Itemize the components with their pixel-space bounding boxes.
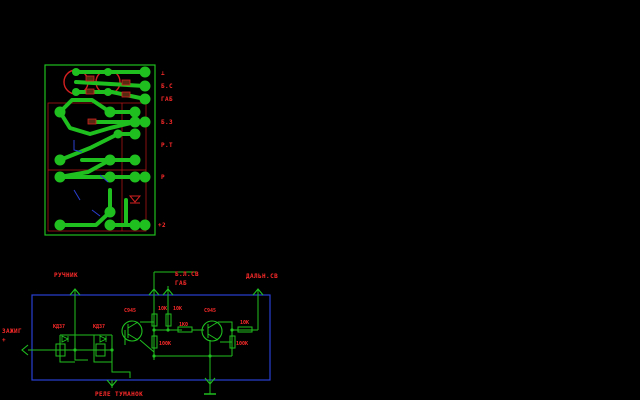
label-resistor-r3: 1К0	[179, 322, 188, 328]
pcb-pad	[104, 171, 116, 183]
pcb-pad	[72, 88, 80, 96]
connector-ruchnik	[69, 288, 81, 296]
connector-gab	[162, 288, 174, 296]
label-transistor-t2: С945	[204, 308, 216, 314]
pcb-pad	[129, 219, 141, 231]
pcb-pad	[54, 106, 66, 118]
label-rele-tumanok: РЕЛЕ ТУМАНОК	[95, 391, 143, 398]
pcb-pad	[129, 154, 141, 166]
pcb-pad	[129, 116, 141, 128]
label-dalny-sv: ДАЛЬН.СВ	[246, 273, 278, 280]
label-resistor-r1: 10К	[158, 306, 167, 312]
pcb-pad	[139, 93, 151, 105]
transistor-t2-leads	[207, 321, 219, 341]
transistor-t2	[201, 320, 223, 342]
pcb-traces	[58, 70, 147, 227]
pcb-silkscreen	[73, 140, 109, 217]
schematic: РУЧНИК ЗАЖИГ + Б.Л.СВ ГАБ ДАЛЬН.СВ РЕЛЕ …	[2, 271, 278, 398]
connector-bl-sv	[148, 288, 160, 296]
pcb-label-plus: +2	[158, 222, 166, 229]
resistor-r6	[229, 335, 236, 349]
pcb-pad	[104, 219, 116, 231]
pcb-pad	[139, 80, 151, 92]
pcb-pad	[104, 68, 112, 76]
schematic-wires	[28, 271, 259, 395]
pcb-pad	[129, 106, 141, 118]
pcb-pad	[104, 106, 116, 118]
pcb-label-bz: Б.З	[161, 119, 173, 126]
pcb-pad	[139, 116, 151, 128]
pcb-smd-parts	[85, 75, 131, 125]
label-gab: ГАБ	[175, 280, 187, 287]
label-transistor-t1: С945	[124, 308, 136, 314]
pcb-label-bs: Б.С	[161, 83, 173, 90]
relay-coil-1	[55, 343, 66, 357]
label-diode-d2: КД37	[93, 324, 105, 330]
connector-rele	[106, 379, 118, 387]
schematic-connectors	[21, 288, 264, 387]
transistor-t1-leads	[127, 321, 139, 341]
pcb-pad	[104, 206, 116, 218]
pcb-pad	[72, 68, 80, 76]
pcb-label-r: Р	[161, 174, 165, 181]
label-resistor-r4: 100К	[159, 341, 171, 347]
diode-d2	[99, 335, 108, 343]
resistor-r5	[237, 326, 253, 333]
label-resistor-r6: 100К	[236, 341, 248, 347]
connector-ground	[204, 377, 216, 385]
pcb-pad	[139, 66, 151, 78]
pcb-pad	[139, 219, 151, 231]
pcb-layout: ⊥ Б.С ГАБ Б.З Р.Т Р +2	[44, 64, 173, 236]
pcb-pad	[54, 219, 66, 231]
pcb-pad	[104, 154, 116, 166]
pcb-pad	[54, 171, 66, 183]
label-resistor-r2: 10К	[173, 306, 182, 312]
resistor-r4	[151, 335, 158, 349]
pcb-pad	[104, 88, 112, 96]
schematic-frame	[31, 294, 271, 381]
pcb-pad	[129, 128, 141, 140]
schematic-junctions	[73, 328, 234, 358]
resistor-r1	[151, 313, 158, 327]
pcb-pad	[139, 171, 151, 183]
connector-zazhig	[21, 344, 29, 356]
connector-dalny-sv	[252, 288, 264, 296]
pcb-diode	[128, 195, 142, 203]
label-resistor-r5: 10К	[240, 320, 249, 326]
pcb-outline	[44, 64, 156, 236]
diode-d1	[61, 335, 70, 343]
schematic-resistors	[151, 313, 253, 349]
pcb-pad	[129, 171, 141, 183]
transistor-t1	[121, 320, 143, 342]
label-bl-sv: Б.Л.СВ	[175, 271, 199, 278]
resistor-r2	[165, 313, 172, 327]
pcb-pads	[54, 66, 151, 231]
pcb-pad	[113, 129, 123, 139]
pcb-pad	[54, 154, 66, 166]
label-diode-d1: КД37	[53, 324, 65, 330]
resistor-r3	[177, 326, 193, 333]
pcb-label-gab: ГАБ	[161, 96, 173, 103]
pcb-label-rt: Р.Т	[161, 142, 173, 149]
relay-coil-2	[95, 343, 106, 357]
label-ruchnik: РУЧНИК	[54, 272, 78, 279]
pcb-label-ground: ⊥	[161, 70, 165, 77]
label-zazhig-plus: +	[2, 337, 6, 344]
label-zazhig: ЗАЖИГ	[2, 328, 22, 335]
